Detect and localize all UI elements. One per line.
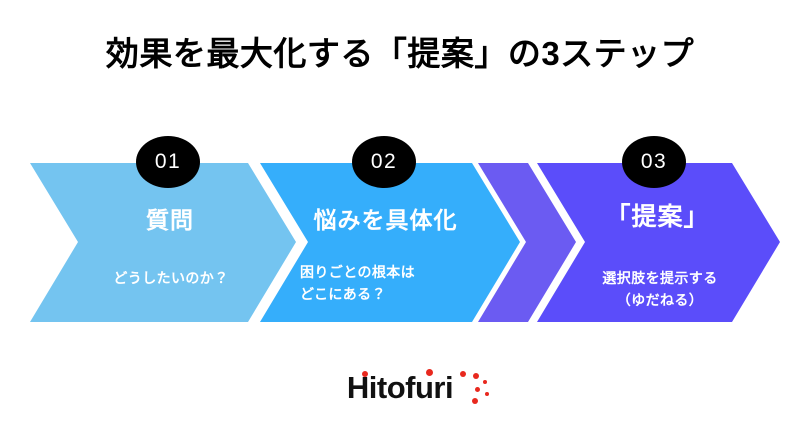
brand-logo: Hitofuri [0, 369, 800, 405]
step-1-shape[interactable] [30, 163, 296, 322]
process-arrow-graphic [30, 163, 780, 322]
step-3-shape[interactable] [537, 163, 780, 322]
chevron-separator [478, 163, 576, 322]
page-title: 効果を最大化する「提案」の3ステップ [105, 35, 695, 72]
logo-accent-dot-1-icon [472, 373, 479, 379]
logo-dot-u-icon [425, 369, 433, 376]
logo-dot-i-first-icon [361, 371, 368, 377]
step-2-shape[interactable] [260, 163, 520, 322]
logo-accent-dot-3-icon [474, 387, 480, 392]
logo-accent-dot-4-icon [484, 392, 489, 396]
logo-dot-i-second-icon [459, 371, 466, 377]
logo-wordmark-group: Hitofuri [346, 369, 489, 405]
process-arrow-band: 質問 どうしたいのか？ 悩みを具体化 困りごとの根本は どこにある？ 「提案」 … [0, 160, 800, 325]
logo-accent-dot-2-icon [482, 380, 487, 384]
step-1-number-badge: 01 [136, 136, 200, 188]
step-3-number-badge: 03 [622, 136, 686, 188]
step-2-number-badge: 02 [352, 136, 416, 188]
logo-accent-dot-5-icon [471, 398, 478, 404]
logo-wordmark: Hitofuri [346, 370, 454, 405]
